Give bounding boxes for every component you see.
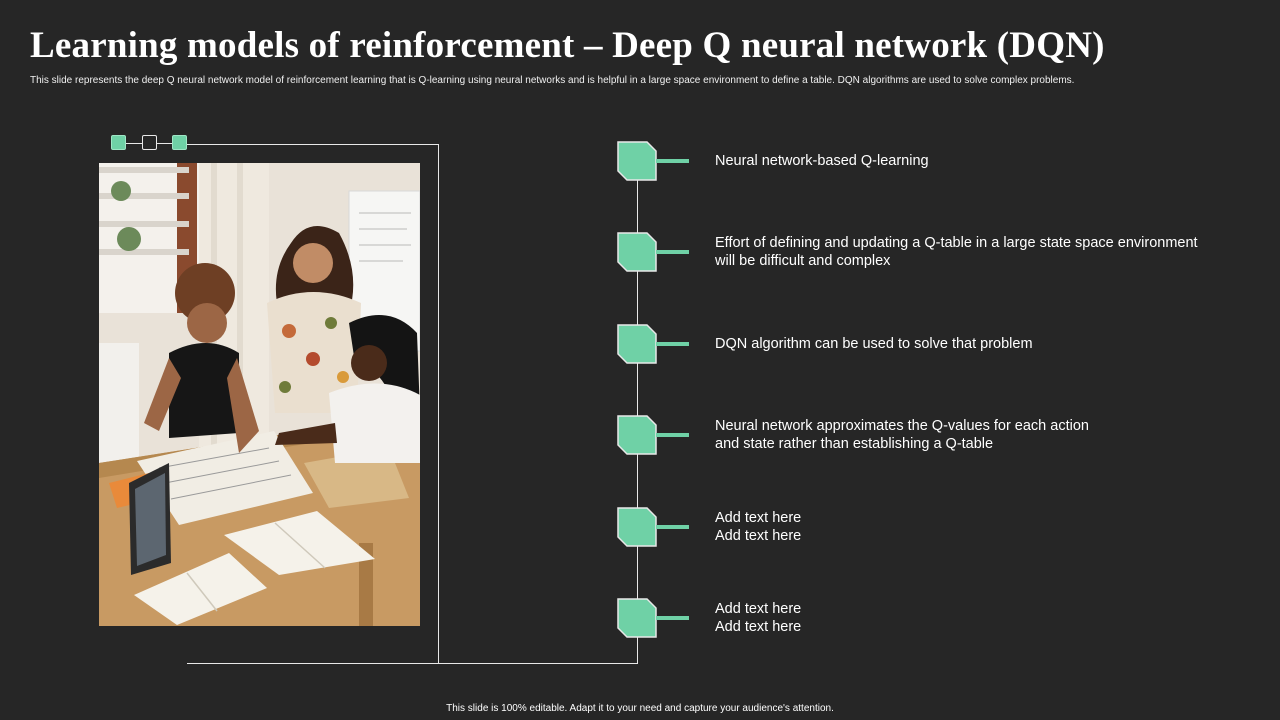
timeline-item-text: Neural network approximates the Q-values… <box>715 417 1215 453</box>
timeline-item-text: Neural network-based Q-learning <box>715 152 1215 170</box>
photo-outline-frame <box>187 144 439 664</box>
timeline-item-line-1: Neural network approximates the Q-values… <box>715 418 1089 434</box>
outline-square-icon <box>142 135 157 150</box>
timeline-item-text: Effort of defining and updating a Q-tabl… <box>715 234 1215 270</box>
timeline-tick <box>656 159 689 163</box>
green-square-icon <box>111 135 126 150</box>
connector-bottom-line <box>439 663 638 664</box>
timeline-marker-icon <box>617 415 657 455</box>
timeline-marker-icon <box>617 232 657 272</box>
slide-footer: This slide is 100% editable. Adapt it to… <box>446 703 834 714</box>
timeline-marker-icon <box>617 324 657 364</box>
timeline-item-line-2: Add text here <box>715 528 802 544</box>
photo-students-studying <box>99 163 420 626</box>
timeline-marker-icon <box>617 507 657 547</box>
timeline-vertical-line <box>637 162 638 664</box>
slide-subtitle: This slide represents the deep Q neural … <box>30 75 1075 86</box>
slide-title: Learning models of reinforcement – Deep … <box>30 25 1105 66</box>
timeline-item-text: DQN algorithm can be used to solve that … <box>715 335 1215 353</box>
green-square-icon <box>172 135 187 150</box>
timeline-marker-icon <box>617 598 657 638</box>
square-connector <box>126 143 142 144</box>
timeline-tick <box>656 342 689 346</box>
square-connector <box>157 143 173 144</box>
timeline-tick <box>656 433 689 437</box>
timeline-item-line-2: will be difficult and complex <box>715 253 891 269</box>
timeline-item-line-1: Neural network-based Q-learning <box>715 153 929 169</box>
timeline-tick <box>656 525 689 529</box>
timeline-marker-icon <box>617 141 657 181</box>
timeline-item-line-1: Add text here <box>715 510 802 526</box>
timeline-tick <box>656 250 689 254</box>
timeline-item-line-1: DQN algorithm can be used to solve that … <box>715 336 1033 352</box>
timeline-item-line-1: Add text here <box>715 601 802 617</box>
timeline-item-line-2: and state rather than establishing a Q-t… <box>715 436 994 452</box>
timeline-item-line-2: Add text here <box>715 619 802 635</box>
timeline-item-line-1: Effort of defining and updating a Q-tabl… <box>715 235 1198 251</box>
timeline-tick <box>656 616 689 620</box>
